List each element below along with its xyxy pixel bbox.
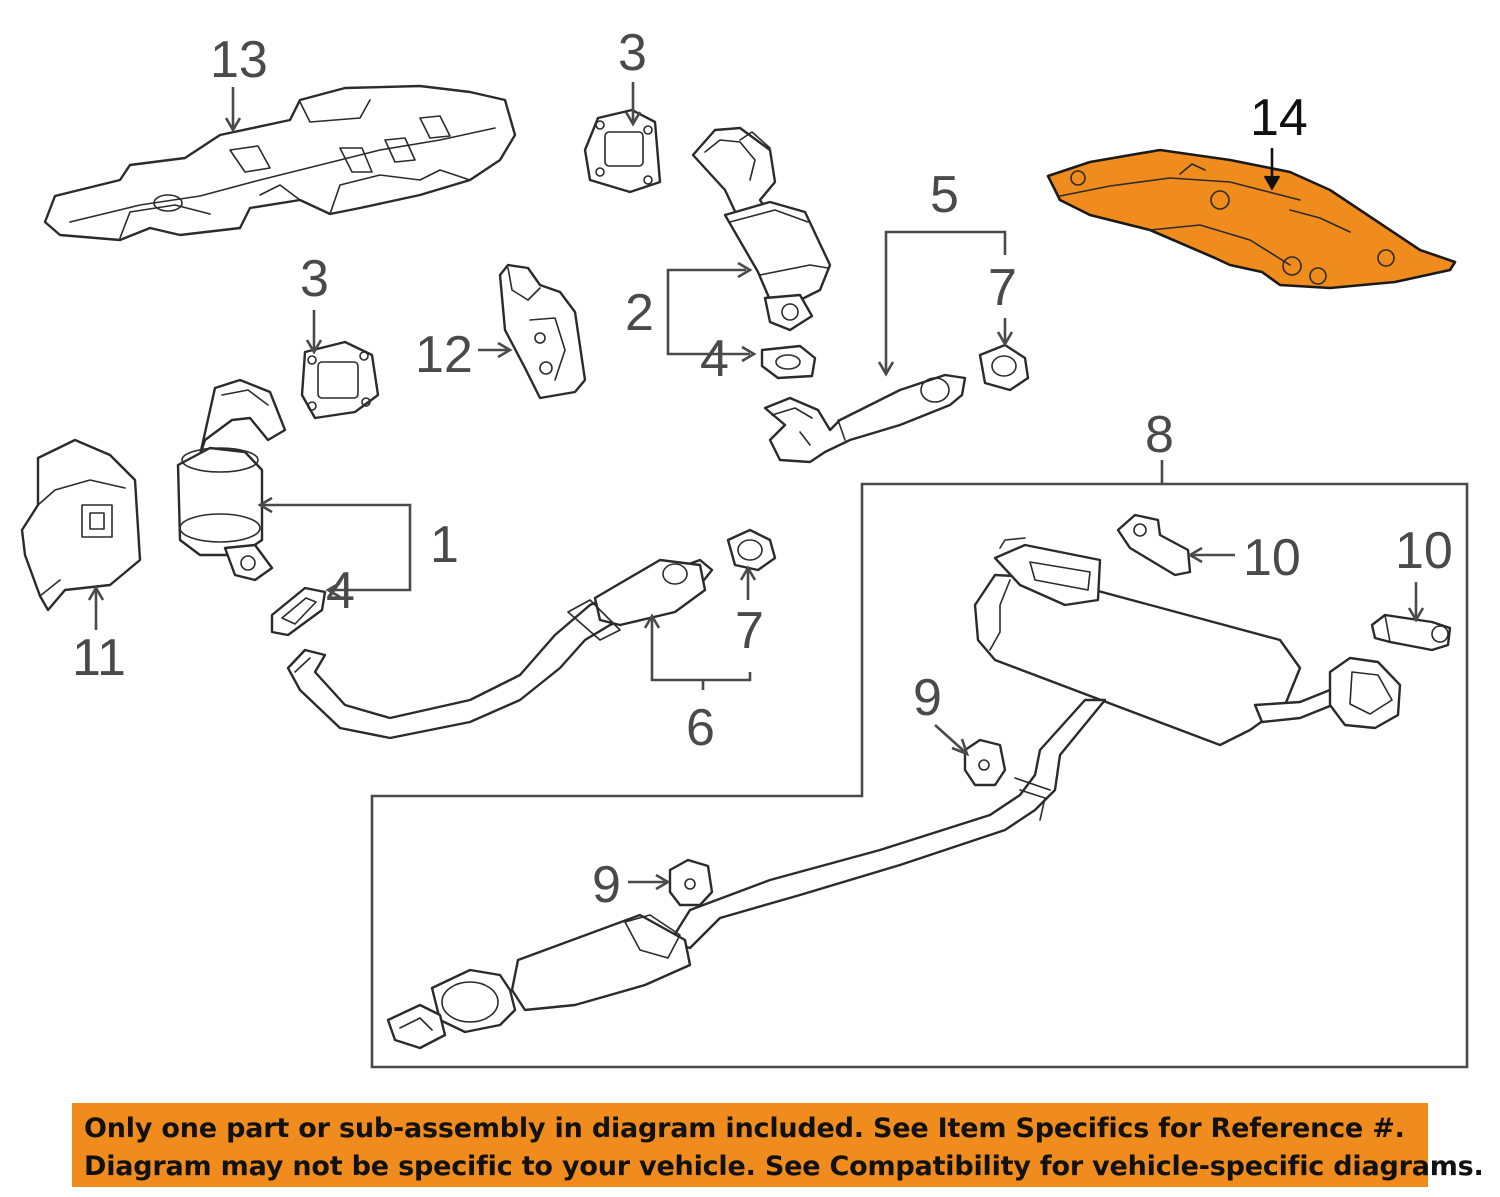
part-6-front-pipe[interactable] (286, 558, 714, 740)
part-3-gasket-lower[interactable] (300, 340, 380, 420)
part-5-front-pipe[interactable] (763, 373, 967, 464)
callout-8: 8 (1145, 406, 1174, 464)
callout-9-upper: 9 (913, 669, 942, 727)
callout-5: 5 (930, 166, 959, 224)
callout-7-lower: 7 (735, 602, 764, 660)
part-4-gasket-upper[interactable] (760, 344, 817, 380)
callout-7-upper: 7 (988, 259, 1017, 317)
callout-10-right: 10 (1395, 522, 1453, 580)
leader-2 (666, 268, 750, 356)
part-13-heat-shield[interactable] (43, 84, 517, 242)
callout-10-left: 10 (1243, 529, 1301, 587)
callout-6: 6 (686, 699, 715, 757)
leader-1 (262, 503, 412, 592)
part-8-muffler-assembly[interactable] (386, 537, 1402, 1050)
part-10-hanger-right[interactable] (1370, 613, 1452, 652)
part-8-assembly-frame (370, 482, 1469, 1069)
part-2-catalytic-converter[interactable] (691, 126, 832, 332)
part-9-insulator-upper[interactable] (963, 738, 1007, 787)
callout-12: 12 (415, 326, 473, 384)
callout-9-lower: 9 (592, 856, 621, 914)
disclaimer-banner: Only one part or sub-assembly in diagram… (72, 1103, 1484, 1187)
disclaimer-line-1: Only one part or sub-assembly in diagram… (84, 1113, 1405, 1144)
part-7-gasket-upper[interactable] (978, 343, 1030, 392)
leader-5 (884, 230, 1007, 372)
callout-3-upper: 3 (618, 24, 647, 82)
disclaimer-line-2: Diagram may not be specific to your vehi… (84, 1151, 1484, 1182)
callout-4-upper: 4 (700, 330, 729, 388)
callout-4-lower: 4 (326, 562, 355, 620)
part-10-hanger-upper[interactable] (1116, 513, 1192, 577)
leader-9-upper (934, 724, 966, 753)
callout-2: 2 (625, 284, 654, 342)
part-1-catalytic-converter[interactable] (176, 378, 287, 582)
leader-6 (650, 618, 752, 690)
part-9-insulator-lower[interactable] (668, 858, 714, 907)
part-4-gasket-lower[interactable] (270, 586, 327, 637)
part-14-heat-shield[interactable] (1046, 148, 1457, 290)
callout-14: 14 (1250, 89, 1308, 147)
part-7-gasket-lower[interactable] (726, 528, 777, 572)
part-11-heat-shield[interactable] (20, 438, 142, 612)
callout-1: 1 (430, 516, 459, 574)
callout-3-lower: 3 (300, 250, 329, 308)
part-12-converter-shield[interactable] (498, 263, 587, 400)
callout-11: 11 (72, 629, 126, 687)
callout-13: 13 (210, 31, 268, 89)
part-3-gasket-upper[interactable] (583, 108, 662, 194)
